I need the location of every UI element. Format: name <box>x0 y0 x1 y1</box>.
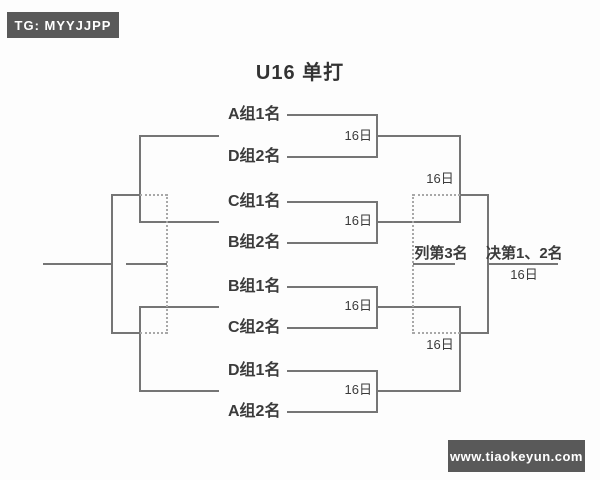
semifinal1-date-label: 16日 <box>426 171 454 186</box>
match1-top-team: A组1名 <box>228 106 281 123</box>
loser-path-dotted-line <box>413 194 460 196</box>
mirror-bracket-connector <box>140 390 219 392</box>
bracket-connector <box>287 114 377 116</box>
telegram-watermark-badge: TG: MYYJJPP <box>7 12 119 38</box>
mirror-semifinal-bracket-line <box>139 135 141 223</box>
match3-top-team: B组1名 <box>228 278 281 295</box>
bracket-connector <box>377 221 460 223</box>
match3-bottom-team: C组2名 <box>228 319 281 336</box>
match4-date-label: 16日 <box>344 382 372 397</box>
match1-bottom-team: D组2名 <box>228 148 281 165</box>
bracket-connector <box>287 156 377 158</box>
bracket-connector <box>287 201 377 203</box>
semifinal2-bracket-line <box>459 306 461 392</box>
match4-top-team: D组1名 <box>228 362 281 379</box>
website-watermark-text: www.tiaokeyun.com <box>450 448 583 464</box>
semifinal2-date-label: 16日 <box>426 337 454 352</box>
match4-bottom-team: A组2名 <box>228 403 281 420</box>
website-watermark-badge: www.tiaokeyun.com <box>448 440 585 472</box>
bracket-connector <box>287 370 377 372</box>
loser-path-dotted-line <box>413 332 460 334</box>
final-date-label: 16日 <box>510 267 538 282</box>
match2-date-label: 16日 <box>344 213 372 228</box>
match2-bottom-team: B组2名 <box>228 234 281 251</box>
mirror-bracket-connector <box>112 332 140 334</box>
bracket-connector <box>287 327 377 329</box>
bracket-connector <box>377 135 460 137</box>
bracket-connector <box>460 194 488 196</box>
third-place-line <box>413 263 455 265</box>
mirror-bracket-connector <box>140 221 219 223</box>
semifinal1-bracket-line <box>459 135 461 223</box>
match1-date-label: 16日 <box>344 128 372 143</box>
mirror-final-bracket-line <box>111 194 113 334</box>
bracket-connector <box>377 306 460 308</box>
bracket-connector <box>287 286 377 288</box>
match2-top-team: C组1名 <box>228 193 281 210</box>
mirror-third-place-line <box>126 263 167 265</box>
mirror-bracket-connector <box>112 194 140 196</box>
mirror-loser-path-dotted-line <box>140 194 167 196</box>
mirror-loser-path-dotted-line <box>140 332 167 334</box>
third-place-label: 列第3名 <box>414 245 468 262</box>
final-line <box>488 263 558 265</box>
mirror-semifinal-bracket-line <box>139 306 141 392</box>
mirror-final-line <box>43 263 112 265</box>
bracket-connector <box>287 411 377 413</box>
mirror-loser-path-dotted-line <box>166 194 168 334</box>
mirror-bracket-connector <box>140 306 219 308</box>
bracket-connector <box>460 332 488 334</box>
match3-date-label: 16日 <box>344 298 372 313</box>
bracket-connector <box>377 390 460 392</box>
final-label: 决第1、2名 <box>486 245 563 262</box>
telegram-watermark-text: TG: MYYJJPP <box>14 17 112 33</box>
page-title: U16 单打 <box>255 62 345 84</box>
bracket-connector <box>287 242 377 244</box>
mirror-bracket-connector <box>140 135 219 137</box>
